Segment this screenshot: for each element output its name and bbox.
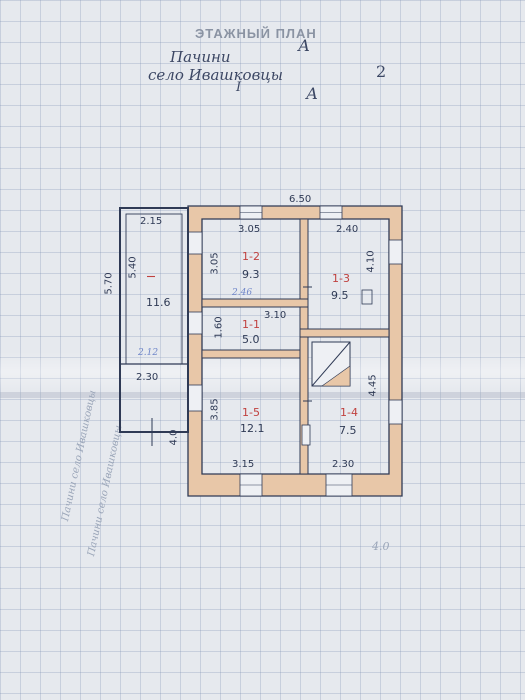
window-left-2 — [187, 311, 203, 335]
window-right-1 — [388, 239, 403, 265]
window-left-1 — [187, 231, 203, 255]
location-line-1: Пачини — [170, 48, 231, 66]
room-1-2-width: 3.05 — [238, 224, 261, 235]
room-1-2-id: 1-2 — [242, 250, 260, 263]
location-line-2: село Ивашковцы — [148, 66, 283, 84]
bottom-faint-note: 4.0 — [372, 540, 390, 553]
wall-under-1-1 — [201, 349, 309, 359]
dim-overall-width: 6.50 — [289, 194, 312, 205]
room-1-3-width: 2.40 — [336, 224, 359, 235]
paper-fold-crease — [0, 392, 525, 398]
room-1-5-width: 3.15 — [232, 459, 255, 470]
dim-annex-top: 2.15 — [140, 216, 163, 227]
window-left-3 — [187, 384, 203, 412]
room-1-4-id: 1-4 — [340, 406, 358, 419]
room-1-3-area: 9.5 — [331, 289, 349, 302]
room-I-id: I — [145, 274, 159, 279]
room-1-2-area: 9.3 — [242, 268, 260, 281]
letter-a-top: А — [298, 36, 311, 55]
window-right-2 — [388, 399, 403, 425]
blue-mark-2: 2.12 — [138, 348, 159, 358]
dim-overall-height: 5.40 — [127, 256, 139, 279]
vent-mark — [361, 289, 373, 305]
wall-between-1-5-and-1-4 — [299, 336, 309, 475]
wall-between-1-2-and-1-3 — [299, 218, 309, 330]
door-1-5-1-4 — [301, 424, 311, 446]
annex-outline — [119, 207, 189, 433]
room-1-5-height: 3.85 — [209, 398, 221, 421]
page-number: 2 — [376, 62, 387, 81]
location-mark: I — [236, 80, 242, 95]
wall-under-1-2 — [201, 298, 309, 308]
room-1-3-id: 1-3 — [332, 272, 350, 285]
annex-inner — [125, 213, 183, 365]
paper-fold — [0, 352, 525, 392]
room-I-area: 11.6 — [146, 296, 171, 309]
room-1-3-height: 4.10 — [365, 250, 377, 273]
plan-title-stamp: ЭТАЖНЫЙ ПЛАН — [195, 26, 317, 41]
letter-a-second: А — [306, 84, 319, 103]
dim-annex-bottom: 2.30 — [136, 372, 159, 383]
dim-porch-depth: 4.0 — [168, 429, 180, 446]
dim-annex-height: 5.70 — [103, 272, 115, 295]
room-1-5-id: 1-5 — [242, 406, 260, 419]
room-1-4-height: 4.45 — [367, 374, 379, 397]
room-1-4-area: 7.5 — [339, 424, 357, 437]
wall-under-1-3 — [299, 328, 390, 338]
room-1-4-width: 2.30 — [332, 459, 355, 470]
room-1-2-height: 3.05 — [209, 252, 221, 275]
blue-mark-1: 2.46 — [232, 288, 253, 298]
room-1-1-area: 5.0 — [242, 333, 260, 346]
room-1-1-width: 3.10 — [264, 310, 287, 321]
room-1-5-area: 12.1 — [240, 422, 265, 435]
room-1-1-height: 1.60 — [213, 316, 225, 339]
room-1-1-id: 1-1 — [242, 318, 260, 331]
